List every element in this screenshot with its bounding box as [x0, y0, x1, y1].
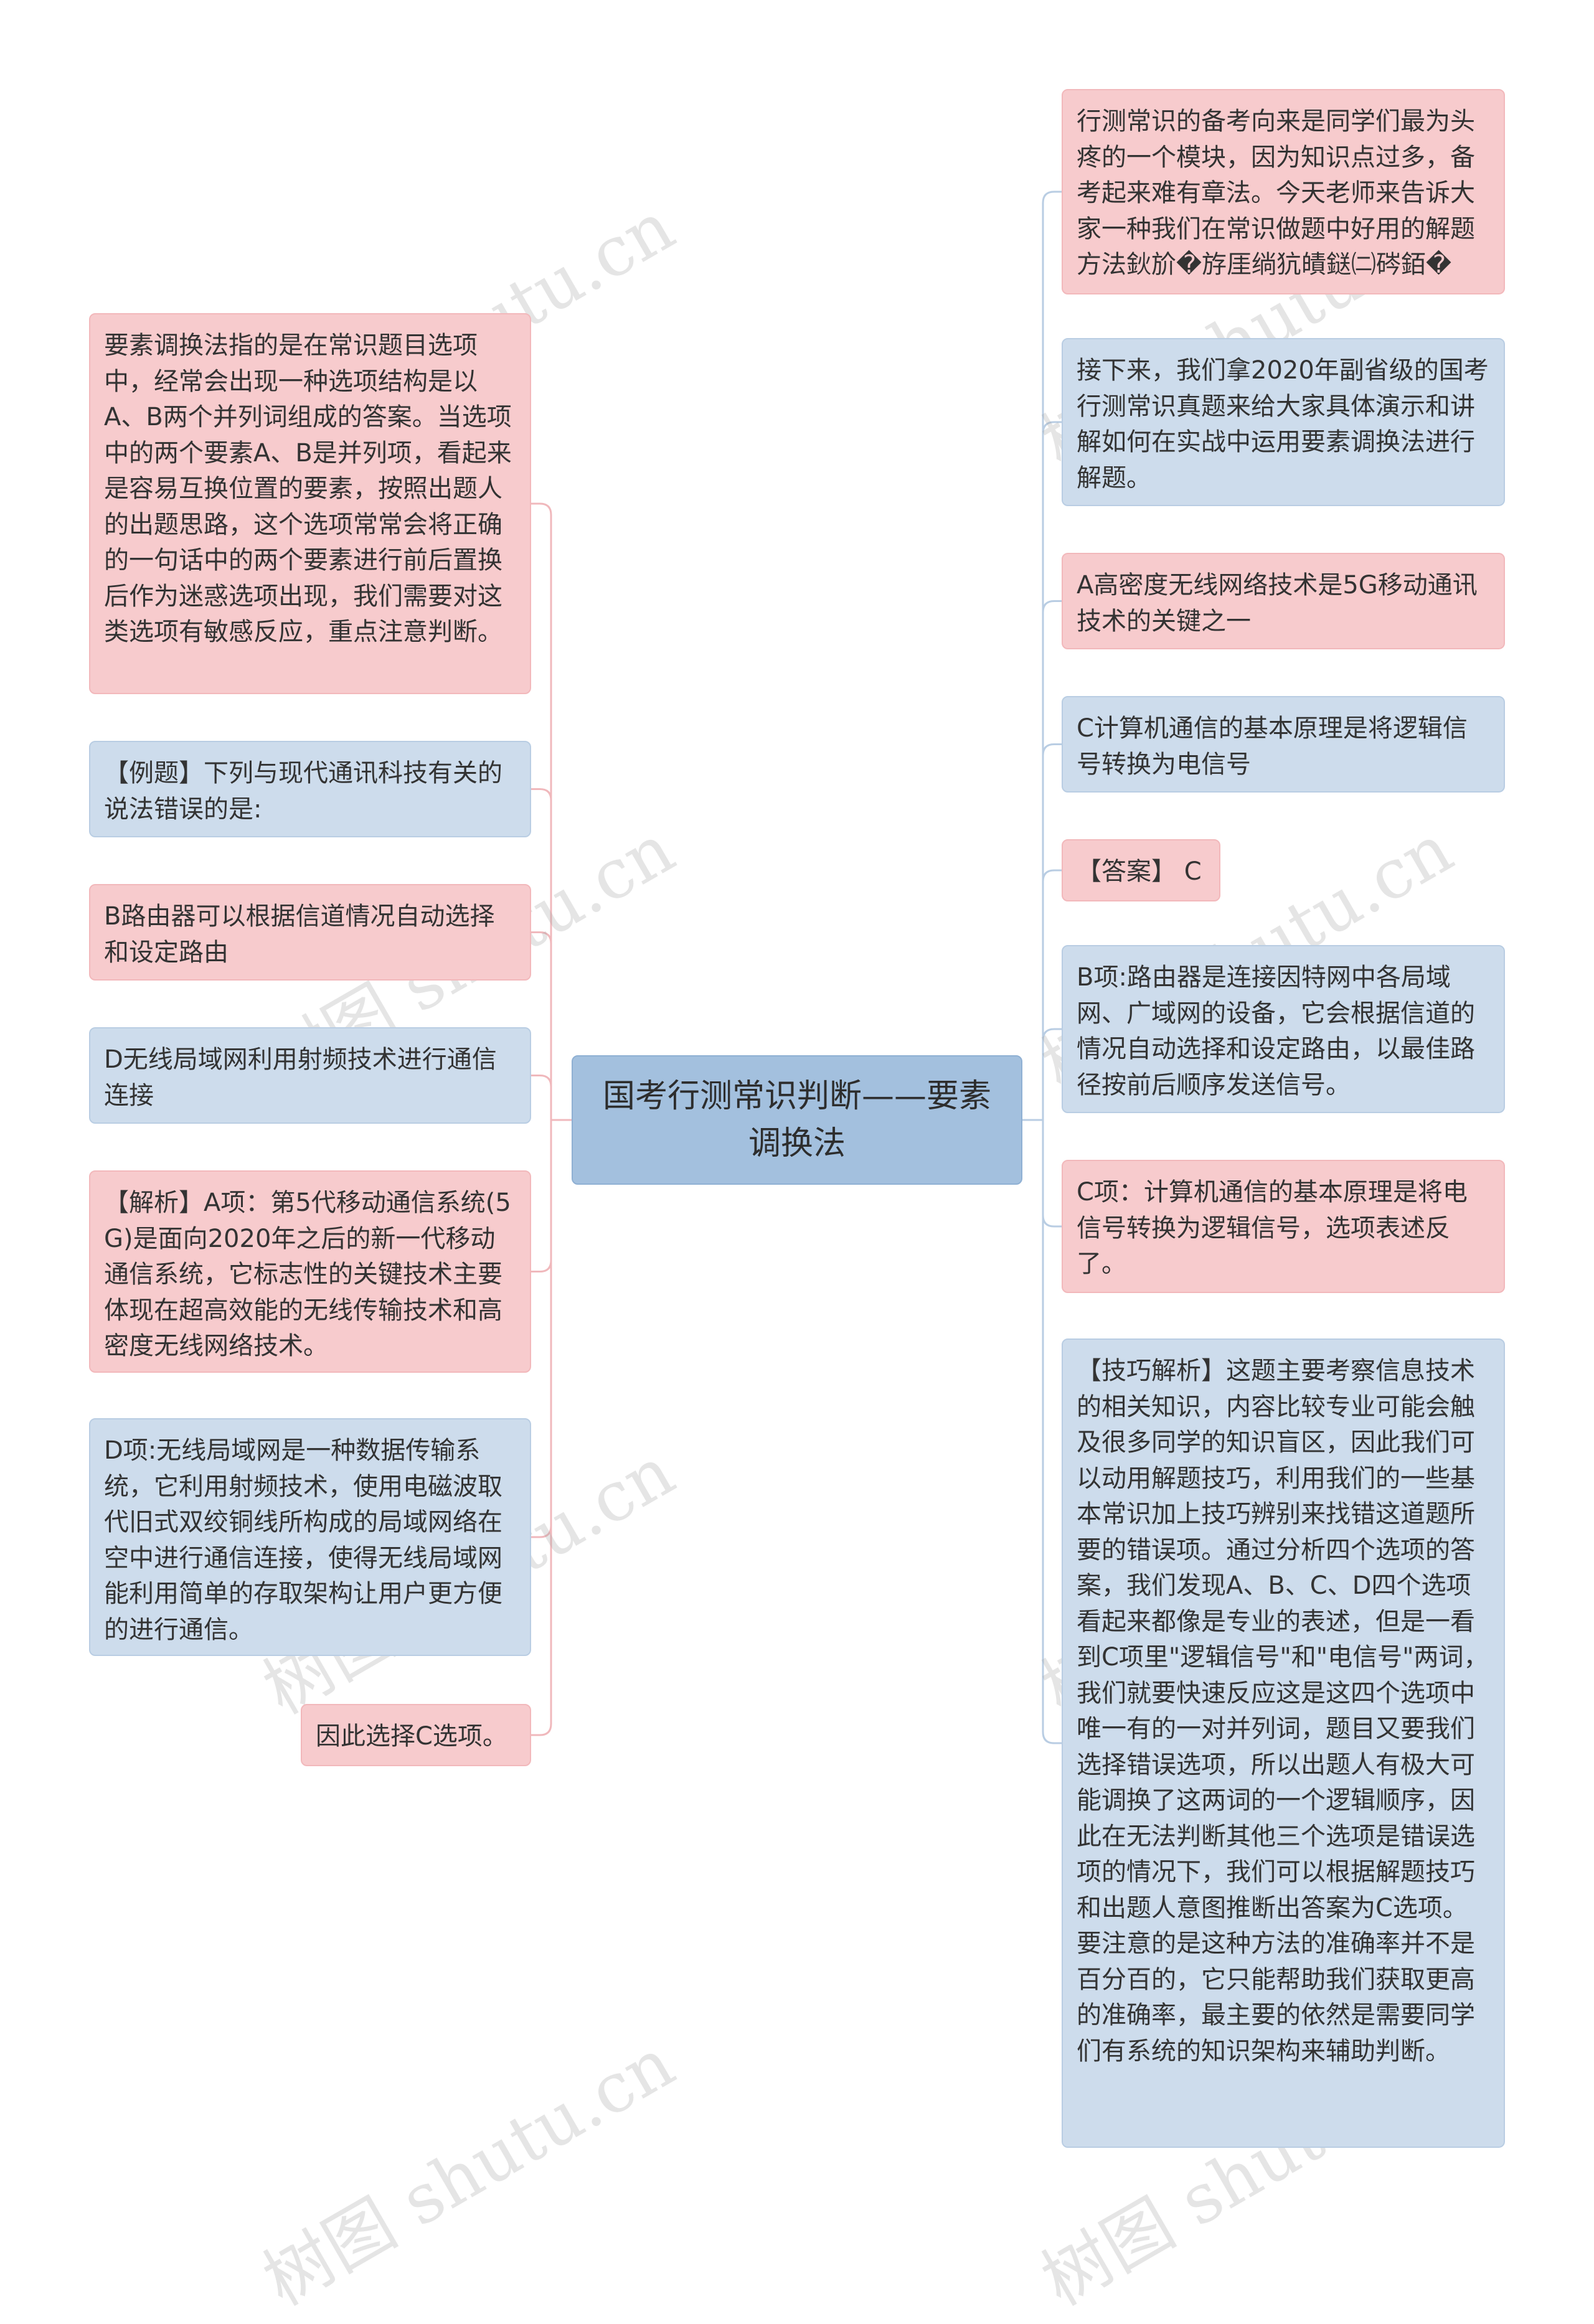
node-text: 因此选择C选项。 [316, 1722, 507, 1751]
connector-l3 [531, 931, 572, 1121]
left-node-option-d[interactable]: D无线局域网利用射频技术进行通信连接 [89, 1027, 531, 1124]
connector-r2 [1022, 421, 1062, 1121]
connector-r6 [1022, 1028, 1062, 1121]
right-node-analysis-b[interactable]: B项:路由器是连接因特网中各局域网、广域网的设备，它会根据信道的情况自动选择和设… [1062, 945, 1505, 1113]
node-text: C项：计算机通信的基本原理是将电信号转换为逻辑信号，选项表述反了。 [1077, 1178, 1468, 1278]
connector-r1 [1022, 191, 1062, 1121]
right-node-analysis-c[interactable]: C项：计算机通信的基本原理是将电信号转换为逻辑信号，选项表述反了。 [1062, 1160, 1505, 1293]
node-text: 【例题】下列与现代通讯科技有关的说法错误的是: [104, 759, 502, 824]
right-node-option-c[interactable]: C计算机通信的基本原理是将逻辑信号转换为电信号 [1062, 696, 1505, 793]
connector-l2 [531, 788, 572, 1121]
central-topic-label: 国考行测常识判断——要素调换法 [602, 1078, 991, 1162]
left-node-definition[interactable]: 要素调换法指的是在常识题目选项中，经常会出现一种选项结构是以A、B两个并列词组成… [89, 313, 531, 694]
node-text: B项:路由器是连接因特网中各局域网、广域网的设备，它会根据信道的情况自动选择和设… [1077, 963, 1475, 1099]
right-node-intro[interactable]: 行测常识的备考向来是同学们最为头疼的一个模块，因为知识点过多，备考起来难有章法。… [1062, 89, 1505, 294]
connector-r4 [1022, 743, 1062, 1121]
node-text: 接下来，我们拿2020年副省级的国考行测常识真题来给大家具体演示和讲解如何在实战… [1077, 356, 1489, 492]
node-text: D项:无线局域网是一种数据传输系统，它利用射频技术，使用电磁波取代旧式双绞铜线所… [104, 1436, 502, 1644]
node-text: C计算机通信的基本原理是将逻辑信号转换为电信号 [1077, 714, 1468, 779]
connector-r3 [1022, 600, 1062, 1121]
node-text: 【答案】 C [1077, 857, 1202, 886]
right-node-technique-analysis[interactable]: 【技巧解析】这题主要考察信息技术的相关知识，内容比较专业可能会触及很多同学的知识… [1062, 1338, 1505, 2148]
left-node-example-question[interactable]: 【例题】下列与现代通讯科技有关的说法错误的是: [89, 741, 531, 837]
right-node-transition[interactable]: 接下来，我们拿2020年副省级的国考行测常识真题来给大家具体演示和讲解如何在实战… [1062, 338, 1505, 506]
node-text: 要素调换法指的是在常识题目选项中，经常会出现一种选项结构是以A、B两个并列词组成… [104, 331, 512, 646]
left-node-option-b[interactable]: B路由器可以根据信道情况自动选择和设定路由 [89, 884, 531, 981]
node-text: B路由器可以根据信道情况自动选择和设定路由 [104, 902, 495, 967]
connector-l1 [531, 502, 572, 1121]
connector-l4 [531, 1075, 572, 1121]
node-text: D无线局域网利用射频技术进行通信连接 [104, 1045, 497, 1110]
right-node-answer[interactable]: 【答案】 C [1062, 839, 1220, 901]
connector-r5 [1022, 869, 1062, 1121]
central-topic-node[interactable]: 国考行测常识判断——要素调换法 [572, 1055, 1022, 1185]
connector-r8 [1022, 1119, 1062, 1744]
node-text: 【解析】A项：第5代移动通信系统(5G)是面向2020年之后的新一代移动通信系统… [104, 1188, 511, 1360]
left-node-analysis-a[interactable]: 【解析】A项：第5代移动通信系统(5G)是面向2020年之后的新一代移动通信系统… [89, 1170, 531, 1373]
node-text: A高密度无线网络技术是5G移动通讯技术的关键之一 [1077, 571, 1478, 636]
node-text: 【技巧解析】这题主要考察信息技术的相关知识，内容比较专业可能会触及很多同学的知识… [1077, 1357, 1489, 2066]
left-node-analysis-d[interactable]: D项:无线局域网是一种数据传输系统，它利用射频技术，使用电磁波取代旧式双绞铜线所… [89, 1418, 531, 1656]
connector-lines [531, 191, 1062, 1744]
connector-l7 [531, 1119, 572, 1736]
right-node-option-a[interactable]: A高密度无线网络技术是5G移动通讯技术的关键之一 [1062, 553, 1505, 649]
left-node-conclusion[interactable]: 因此选择C选项。 [301, 1704, 531, 1766]
node-text: 行测常识的备考向来是同学们最为头疼的一个模块，因为知识点过多，备考起来难有章法。… [1077, 107, 1475, 279]
